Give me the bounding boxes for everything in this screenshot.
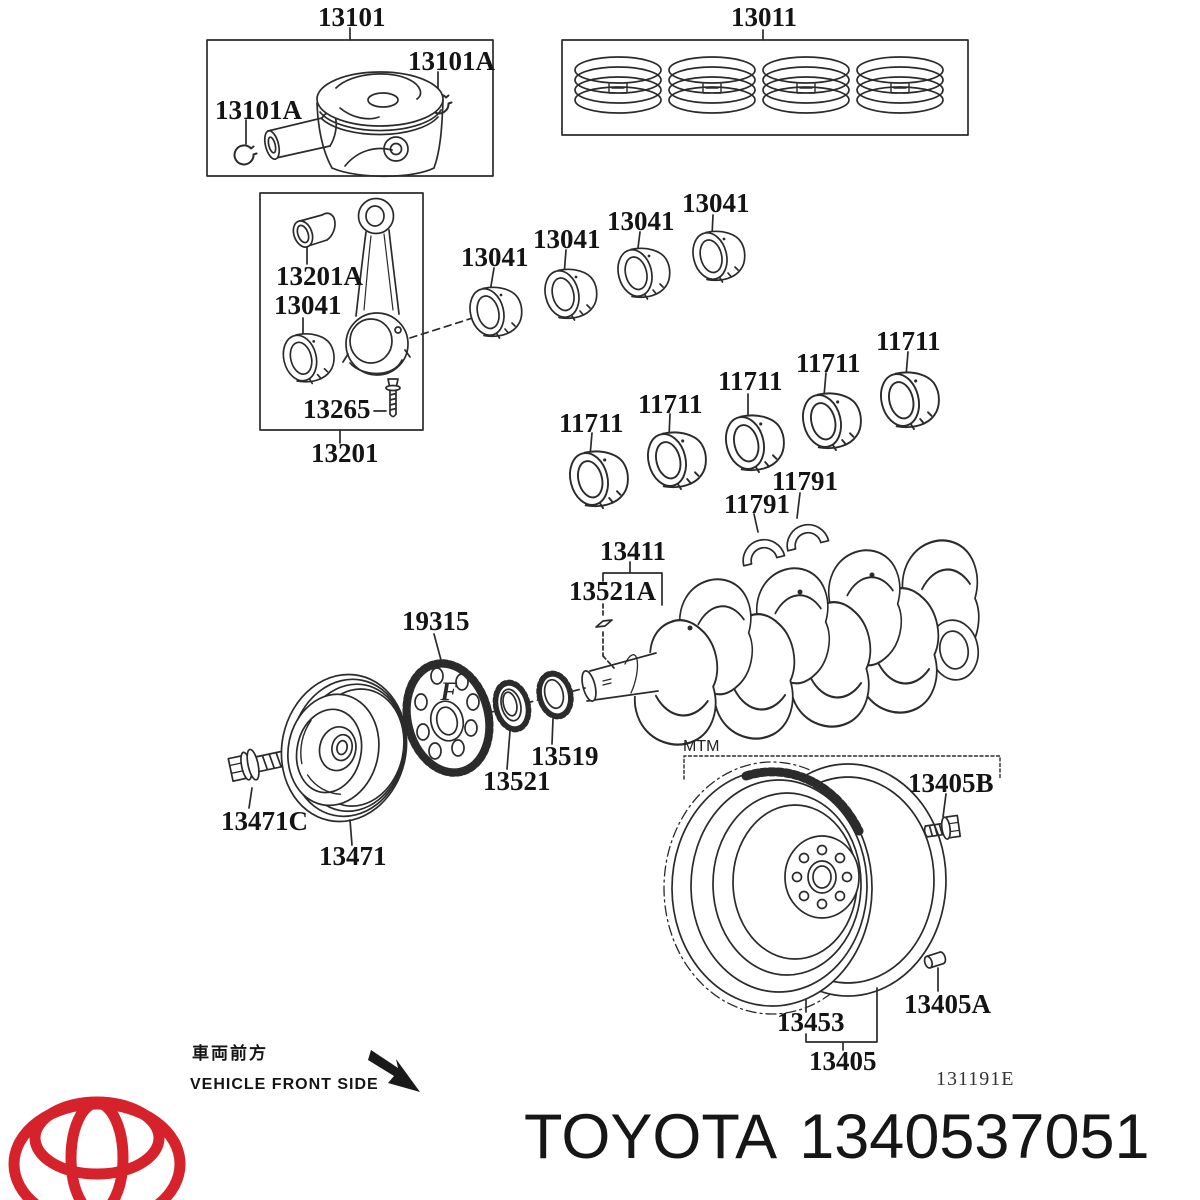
part-label-13521: 13521 xyxy=(483,766,551,796)
front-side-label-en: VEHICLE FRONT SIDE xyxy=(190,1076,379,1093)
sensor-plate: F xyxy=(402,633,494,777)
part-label-13521A: 13521A xyxy=(569,576,656,606)
rod-bushing xyxy=(292,212,336,248)
connecting-rod-box xyxy=(259,192,424,444)
flywheel-hub xyxy=(784,835,860,919)
part-label-13101A-2: 13101A xyxy=(215,95,302,125)
crankshaft xyxy=(581,540,982,744)
part-label-11711-3: 11711 xyxy=(718,366,783,396)
part-label-13519: 13519 xyxy=(531,741,599,771)
main-bearing-row xyxy=(563,351,940,510)
part-label-13471C: 13471C xyxy=(221,806,308,836)
part-label-13041-2: 13041 xyxy=(533,224,601,254)
piston-ring-box xyxy=(561,29,969,136)
brand-name: TOYOTA xyxy=(524,1102,778,1172)
piston-box xyxy=(206,27,494,178)
mtm-tag: MTM xyxy=(683,738,720,755)
part-label-13011: 13011 xyxy=(731,2,798,32)
crank-sprocket xyxy=(492,679,532,770)
part-label-13041-1: 13041 xyxy=(461,242,529,272)
rod-bearing-row xyxy=(464,214,746,340)
pulley-group: F xyxy=(227,633,586,846)
crankshaft-pulley xyxy=(280,673,408,823)
rod-bolt xyxy=(385,378,401,418)
thrust-washers xyxy=(737,492,830,567)
oil-pump-sprocket xyxy=(536,670,574,745)
ring-gear-teeth xyxy=(741,767,864,836)
part-label-13471: 13471 xyxy=(319,841,387,871)
part-label-13453: 13453 xyxy=(777,1007,845,1037)
rotor-f-mark: F xyxy=(439,677,457,706)
part-label-13201A: 13201A xyxy=(276,261,363,291)
flywheel-bolt xyxy=(923,814,962,840)
drawing-code: 131191E xyxy=(936,1068,1015,1090)
piston-pin xyxy=(263,111,338,161)
part-label-13411: 13411 xyxy=(600,536,667,566)
main-part-number: 1340537051 xyxy=(799,1102,1150,1172)
piston-ring-set xyxy=(574,56,944,114)
part-label-11711-2: 11711 xyxy=(638,389,703,419)
part-label-13201: 13201 xyxy=(311,438,379,468)
part-label-11711-5: 11711 xyxy=(876,326,941,356)
front-side-label-jp: 車両前方 xyxy=(192,1044,268,1063)
flywheel-group xyxy=(663,755,1001,1051)
part-label-13405A: 13405A xyxy=(904,989,991,1019)
part-label-13101A-1: 13101A xyxy=(408,46,495,76)
part-label-11791-1: 11791 xyxy=(724,489,791,519)
piston xyxy=(316,71,444,178)
part-label-13405B: 13405B xyxy=(908,768,994,798)
part-label-11711-1: 11711 xyxy=(559,408,624,438)
part-label-13041-3: 13041 xyxy=(607,206,675,236)
dowel-pin xyxy=(923,951,947,969)
part-label-13101: 13101 xyxy=(318,2,386,32)
part-label-13265: 13265 xyxy=(303,394,371,424)
part-label-13405: 13405 xyxy=(809,1046,877,1076)
part-label-13041-4: 13041 xyxy=(682,188,750,218)
part-label-11711-4: 11711 xyxy=(796,348,861,378)
toyota-logo-icon xyxy=(8,1096,186,1200)
part-label-11791-2: 11791 xyxy=(772,466,839,496)
part-label-13041-rod: 13041 xyxy=(274,290,342,320)
part-label-19315: 19315 xyxy=(402,606,470,636)
direction-arrow xyxy=(368,1050,420,1092)
connecting-rod xyxy=(342,197,411,376)
